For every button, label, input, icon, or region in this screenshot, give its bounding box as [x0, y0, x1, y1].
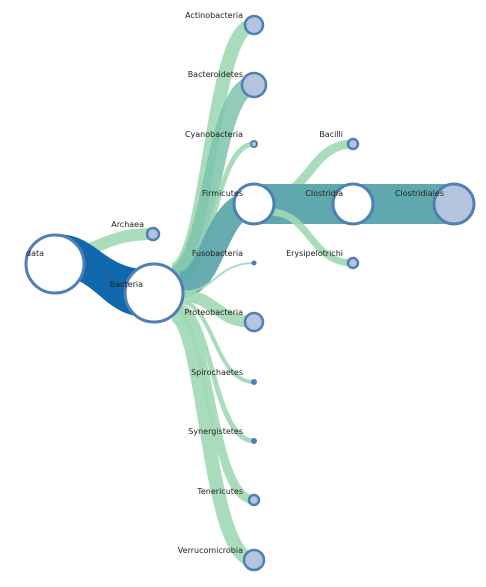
link-clostridia-clostridiales	[353, 184, 454, 224]
label-verrucomicrobia: Verrucomicrobia	[178, 546, 243, 555]
label-clostridiales: Clostridiales	[395, 189, 444, 198]
tree-labels: data Archaea Bacteria Actinobacteria Bac…	[26, 11, 444, 555]
link-bacteria-synergistetes	[177, 303, 255, 444]
tree-nodes	[24, 14, 476, 572]
node-bacteroidetes[interactable]	[240, 71, 268, 99]
label-fusobacteria: Fusobacteria	[192, 249, 243, 258]
label-data: data	[26, 249, 44, 258]
node-firmicutes[interactable]	[232, 182, 276, 226]
node-synergistetes[interactable]	[251, 438, 257, 444]
label-actinobacteria: Actinobacteria	[185, 11, 243, 20]
link-firmicutes-erysipelotrichi	[269, 208, 354, 267]
node-cyanobacteria[interactable]	[250, 140, 258, 148]
label-bacteria: Bacteria	[110, 280, 143, 289]
label-archaea: Archaea	[111, 220, 144, 229]
node-clostridiales[interactable]	[432, 182, 476, 226]
node-fusobacteria[interactable]	[251, 260, 257, 266]
node-actinobacteria[interactable]	[243, 14, 265, 36]
node-proteobacteria[interactable]	[243, 311, 265, 333]
node-bacilli[interactable]	[346, 137, 360, 151]
node-erysipelotrichi[interactable]	[346, 256, 360, 270]
node-data[interactable]	[24, 233, 86, 295]
link-bacteria-spirochaetes	[179, 300, 255, 384]
label-spirochaetes: Spirochaetes	[191, 368, 243, 377]
label-tenericutes: Tenericutes	[196, 487, 243, 496]
label-bacteroidetes: Bacteroidetes	[188, 70, 243, 79]
node-tenericutes[interactable]	[247, 493, 261, 507]
label-erysipelotrichi: Erysipelotrichi	[286, 249, 343, 258]
node-verrucomicrobia[interactable]	[242, 548, 266, 572]
label-proteobacteria: Proteobacteria	[185, 308, 244, 317]
link-bacteria-bacteroidetes	[169, 76, 257, 284]
label-clostridia: Clostridia	[305, 189, 343, 198]
node-clostridia[interactable]	[331, 182, 375, 226]
link-bacteria-proteobacteria	[181, 290, 255, 328]
node-spirochaetes[interactable]	[251, 379, 257, 385]
node-archaea[interactable]	[145, 226, 161, 242]
node-bacteria[interactable]	[123, 262, 185, 324]
label-bacilli: Bacilli	[319, 130, 343, 139]
link-bacteria-verrucomicrobia	[169, 307, 256, 567]
label-firmicutes: Firmicutes	[202, 189, 243, 198]
label-cyanobacteria: Cyanobacteria	[185, 130, 243, 139]
label-synergistetes: Synergistetes	[188, 427, 243, 436]
tree-links	[54, 18, 454, 567]
